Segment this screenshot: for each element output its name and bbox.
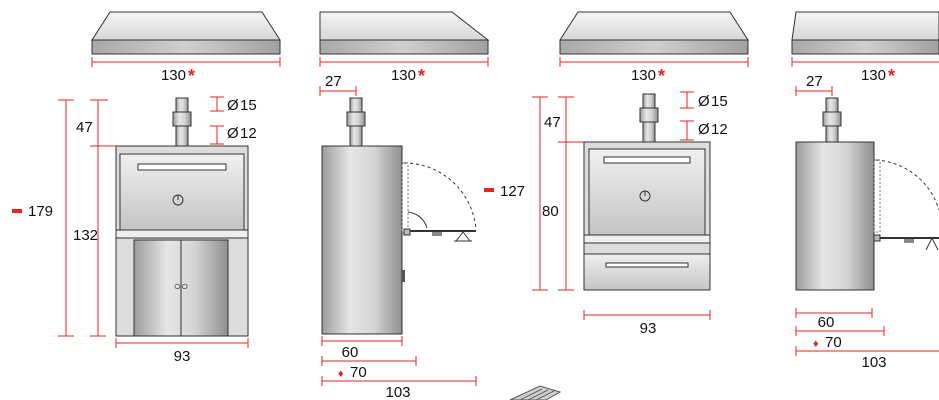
depth-open-dimension-4: 103 bbox=[795, 346, 939, 371]
hood-width-dimension-3: 130 * bbox=[559, 57, 749, 86]
depth-mid-dimension-2: ♦ 70 bbox=[321, 356, 417, 381]
body-width-label-3: 93 bbox=[640, 320, 657, 337]
body-height-label-3: 80 bbox=[542, 203, 559, 220]
diameter-symbol-top-1: Ø bbox=[227, 97, 239, 114]
body-width-label-1: 93 bbox=[174, 348, 191, 365]
flue-height-dimension-3: 47 bbox=[544, 96, 584, 143]
depth-open-dimension-2: 103 bbox=[321, 376, 477, 400]
hood-width-label-2: 130 bbox=[391, 67, 416, 84]
depth-mid-dimension-4: ♦ 70 bbox=[795, 326, 885, 351]
hood-width-dimension-2: 130 * bbox=[319, 57, 489, 86]
front-view-1: 130 * Ø 15 Ø 12 bbox=[12, 11, 281, 365]
grill-body-1: ○○ bbox=[115, 145, 249, 337]
flue-diameter-dims-1: Ø 15 Ø 12 bbox=[210, 96, 257, 145]
depth-closed-label-2: 60 bbox=[342, 344, 359, 361]
hood-width-dimension-4: 130 * bbox=[791, 57, 939, 86]
hood-4 bbox=[791, 11, 939, 55]
flue-offset-dimension-4: 27 bbox=[795, 73, 833, 96]
body-width-dimension-3: 93 bbox=[583, 310, 711, 337]
depth-mid-label-2: 70 bbox=[350, 364, 367, 381]
hood-width-label-3: 130 bbox=[631, 67, 656, 84]
flue-height-label-1: 47 bbox=[76, 119, 93, 136]
flue-offset-dimension-2: 27 bbox=[319, 73, 357, 96]
front-view-2: 130 * Ø 15 Ø 12 bbox=[484, 11, 749, 337]
depth-open-label-2: 103 bbox=[385, 384, 410, 400]
diameter-symbol-top-3: Ø bbox=[698, 93, 710, 110]
depth-mid-marker-2: ♦ bbox=[338, 368, 344, 380]
flue-height-label-3: 47 bbox=[544, 114, 561, 131]
grate-partial bbox=[509, 385, 562, 400]
body-height-dimension-1: 132 bbox=[73, 146, 106, 337]
total-height-marker-3 bbox=[484, 188, 494, 192]
hood-1 bbox=[91, 11, 281, 55]
side-view-1: 130 * 27 bbox=[319, 11, 490, 400]
depth-mid-marker-4: ♦ bbox=[813, 338, 819, 350]
side-view-2: 130 * 27 60 bbox=[791, 11, 939, 371]
depth-open-label-4: 103 bbox=[861, 354, 886, 371]
flue-diameter-top-1: 15 bbox=[240, 97, 257, 114]
hood-star-1: * bbox=[188, 66, 195, 86]
hood-star-3: * bbox=[658, 66, 665, 86]
flue-pipe-2 bbox=[346, 97, 366, 147]
flue-pipe-1 bbox=[172, 97, 192, 147]
flue-diameter-bottom-1: 12 bbox=[240, 125, 257, 142]
depth-closed-dimension-4: 60 bbox=[795, 308, 873, 331]
hood-width-dimension-1: 130 * bbox=[91, 57, 281, 86]
side-body-4 bbox=[795, 141, 939, 291]
flue-offset-label-2: 27 bbox=[325, 73, 342, 90]
flue-height-dimension-1: 47 bbox=[76, 99, 116, 147]
hood-star-4: * bbox=[888, 66, 895, 86]
total-height-dimension-1: 179 bbox=[12, 99, 74, 337]
total-height-marker-1 bbox=[12, 209, 22, 213]
total-height-dimension-3: 127 bbox=[484, 96, 548, 291]
hood-star-2: * bbox=[418, 66, 425, 86]
hood-width-label-1: 130 bbox=[161, 67, 186, 84]
body-height-dimension-3: 80 bbox=[542, 142, 574, 291]
total-height-label-3: 127 bbox=[500, 183, 525, 200]
hood-width-label-4: 130 bbox=[861, 67, 886, 84]
hood-2 bbox=[319, 11, 490, 55]
grill-body-3 bbox=[583, 141, 711, 291]
flue-pipe-3 bbox=[639, 93, 659, 143]
body-height-label-1: 132 bbox=[73, 227, 98, 244]
side-body-2 bbox=[321, 145, 477, 335]
body-width-dimension-1: 93 bbox=[115, 338, 249, 365]
depth-closed-label-4: 60 bbox=[818, 314, 835, 331]
diameter-symbol-bottom-3: Ø bbox=[698, 121, 710, 138]
flue-diameter-top-3: 15 bbox=[711, 93, 728, 110]
flue-pipe-4 bbox=[822, 97, 842, 143]
flue-offset-label-4: 27 bbox=[806, 73, 823, 90]
depth-closed-dimension-2: 60 bbox=[321, 336, 403, 361]
hood-3 bbox=[559, 11, 749, 55]
diameter-symbol-bottom-1: Ø bbox=[227, 125, 239, 142]
depth-mid-label-4: 70 bbox=[825, 334, 842, 351]
flue-diameter-bottom-3: 12 bbox=[711, 121, 728, 138]
total-height-label-1: 179 bbox=[28, 203, 53, 220]
flue-diameter-dims-3: Ø 15 Ø 12 bbox=[680, 91, 728, 141]
door-knobs-1: ○○ bbox=[174, 279, 189, 293]
